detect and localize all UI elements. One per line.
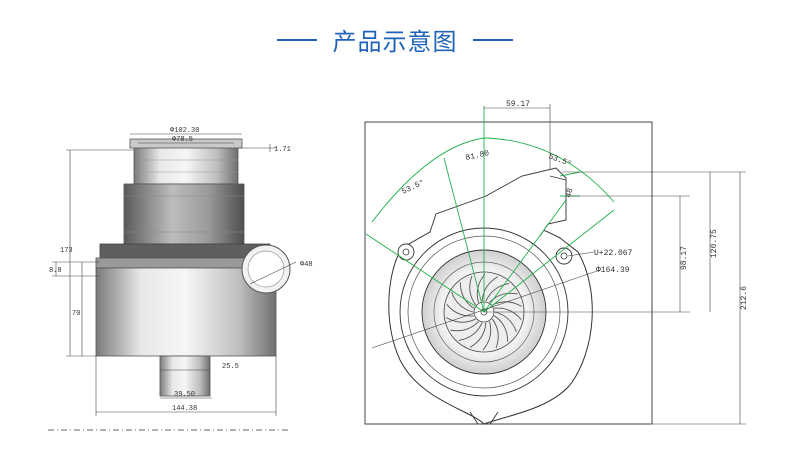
motor-housing xyxy=(123,183,245,245)
impeller-blade xyxy=(485,283,510,302)
impeller-blade xyxy=(446,304,474,317)
impeller-blade xyxy=(459,282,474,309)
impeller-blade xyxy=(482,321,492,351)
dim-1-71: 1.71 xyxy=(274,146,291,154)
page-title: 产品示意图 xyxy=(332,28,458,56)
dim-d164-39: Φ164.39 xyxy=(596,266,630,275)
dim-angle-right: 53.5° xyxy=(547,152,573,169)
impeller-blade xyxy=(469,322,487,348)
dim-d102: Φ102.30 xyxy=(170,127,199,135)
dim-39-50: 39.50 xyxy=(174,391,195,399)
impeller-blade xyxy=(450,321,479,332)
motor-top-cap xyxy=(133,145,239,185)
motor-top-rim xyxy=(129,138,243,149)
volute-outlet xyxy=(429,167,567,237)
top-view: 59.17 81.80 53.5° 53.5° 48 U+22.067 Φ164… xyxy=(364,100,749,425)
impeller-blades xyxy=(446,273,522,351)
dim-173: 173 xyxy=(60,247,73,255)
impeller-blade xyxy=(494,315,509,342)
impeller-blade xyxy=(492,318,499,349)
dim-59-17: 59.17 xyxy=(506,100,530,109)
dim-u-22-067: U+22.067 xyxy=(594,249,633,258)
impeller-blade xyxy=(458,322,483,341)
dim-48: 48 xyxy=(564,187,575,199)
dim-98-17: 98.17 xyxy=(680,246,689,270)
title-row: 产品示意图 xyxy=(0,18,790,58)
dim-70: 70 xyxy=(72,310,80,318)
dim-120-75: 120.75 xyxy=(710,229,719,258)
side-view: Φ102.30 Φ78.5 1.71 173 8.8 70 Φ48 25.5 3… xyxy=(48,127,313,431)
dim-212-6: 212.6 xyxy=(740,286,749,310)
impeller-blade xyxy=(451,291,474,313)
dim-144-38: 144.38 xyxy=(172,405,197,413)
impeller-blade xyxy=(489,292,518,303)
dim-8-8: 8.8 xyxy=(49,267,62,275)
inlet-nozzle xyxy=(159,355,211,397)
impeller-blade xyxy=(446,317,476,323)
title-rule-right xyxy=(473,39,513,41)
impeller-blade xyxy=(494,311,517,333)
impeller-blade xyxy=(469,275,476,306)
motor-base-band xyxy=(99,243,271,259)
dim-outlet-d48: Φ48 xyxy=(300,261,313,269)
title-rule-left xyxy=(277,39,317,41)
impeller-blade xyxy=(481,276,499,302)
dim-25-5: 25.5 xyxy=(222,363,239,371)
dim-d78: Φ78.5 xyxy=(172,136,193,144)
angle-guides xyxy=(365,106,615,313)
impeller-blade xyxy=(494,307,522,320)
dim-angle-left: 53.5° xyxy=(400,178,426,196)
dim-81-80: 81.80 xyxy=(465,149,491,163)
